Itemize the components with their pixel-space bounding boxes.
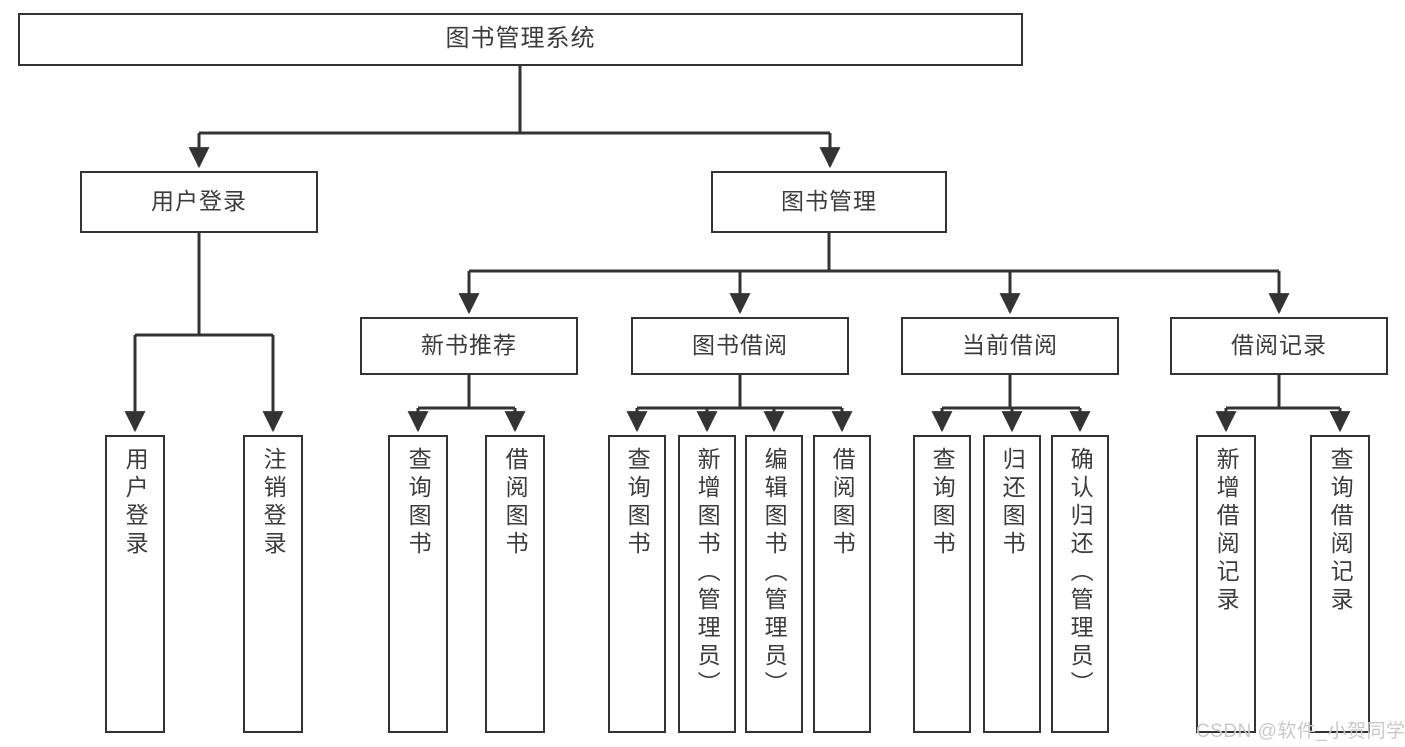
node-new-book-recommend[interactable]: 新书推荐 (360, 317, 578, 375)
node-leaf-return-book-label: 归还图书 (999, 447, 1026, 559)
node-leaf-confirm-return-admin[interactable]: 确认归还（管理员） (1051, 435, 1109, 733)
node-leaf-edit-book-admin-label: 编辑图书（管理员） (761, 447, 788, 699)
node-current-borrow-label: 当前借阅 (962, 332, 1058, 359)
node-leaf-confirm-return-admin-label: 确认归还（管理员） (1067, 447, 1094, 699)
node-root-label: 图书管理系统 (445, 25, 596, 53)
node-book-manage[interactable]: 图书管理 (711, 171, 947, 233)
node-leaf-logout-label: 注销登录 (260, 447, 287, 559)
node-leaf-borrow-book-2[interactable]: 借阅图书 (813, 435, 871, 733)
node-leaf-add-borrow-record-label: 新增借阅记录 (1213, 447, 1240, 615)
node-borrow-record-label: 借阅记录 (1231, 332, 1327, 359)
node-book-manage-label: 图书管理 (781, 188, 877, 215)
node-new-book-recommend-label: 新书推荐 (421, 332, 517, 359)
node-leaf-query-borrow-record[interactable]: 查询借阅记录 (1310, 435, 1370, 733)
node-leaf-add-book-admin[interactable]: 新增图书（管理员） (678, 435, 736, 733)
node-leaf-query-book-3-label: 查询图书 (929, 447, 956, 559)
node-leaf-edit-book-admin[interactable]: 编辑图书（管理员） (745, 435, 803, 733)
node-leaf-add-borrow-record[interactable]: 新增借阅记录 (1196, 435, 1256, 733)
node-user-login[interactable]: 用户登录 (80, 171, 318, 233)
node-leaf-query-borrow-record-label: 查询借阅记录 (1327, 447, 1354, 615)
node-leaf-add-book-admin-label: 新增图书（管理员） (694, 447, 721, 699)
node-leaf-user-login[interactable]: 用户登录 (105, 435, 165, 733)
node-leaf-query-book-2[interactable]: 查询图书 (608, 435, 666, 733)
node-leaf-query-book-3[interactable]: 查询图书 (913, 435, 971, 733)
node-leaf-query-book-1[interactable]: 查询图书 (388, 435, 448, 733)
node-leaf-query-book-1-label: 查询图书 (405, 447, 432, 559)
node-leaf-user-login-label: 用户登录 (122, 447, 149, 559)
csdn-watermark: CSDN @软件_小贺同学 (1196, 721, 1405, 742)
node-current-borrow[interactable]: 当前借阅 (901, 317, 1119, 375)
node-leaf-query-book-2-label: 查询图书 (624, 447, 651, 559)
node-leaf-borrow-book-1[interactable]: 借阅图书 (485, 435, 545, 733)
node-root[interactable]: 图书管理系统 (18, 13, 1023, 66)
node-book-borrow[interactable]: 图书借阅 (631, 317, 849, 375)
node-leaf-borrow-book-1-label: 借阅图书 (502, 447, 529, 559)
node-book-borrow-label: 图书借阅 (692, 332, 788, 359)
node-leaf-return-book[interactable]: 归还图书 (983, 435, 1041, 733)
node-leaf-logout[interactable]: 注销登录 (243, 435, 303, 733)
node-leaf-borrow-book-2-label: 借阅图书 (829, 447, 856, 559)
node-user-login-label: 用户登录 (151, 188, 247, 215)
node-borrow-record[interactable]: 借阅记录 (1170, 317, 1388, 375)
